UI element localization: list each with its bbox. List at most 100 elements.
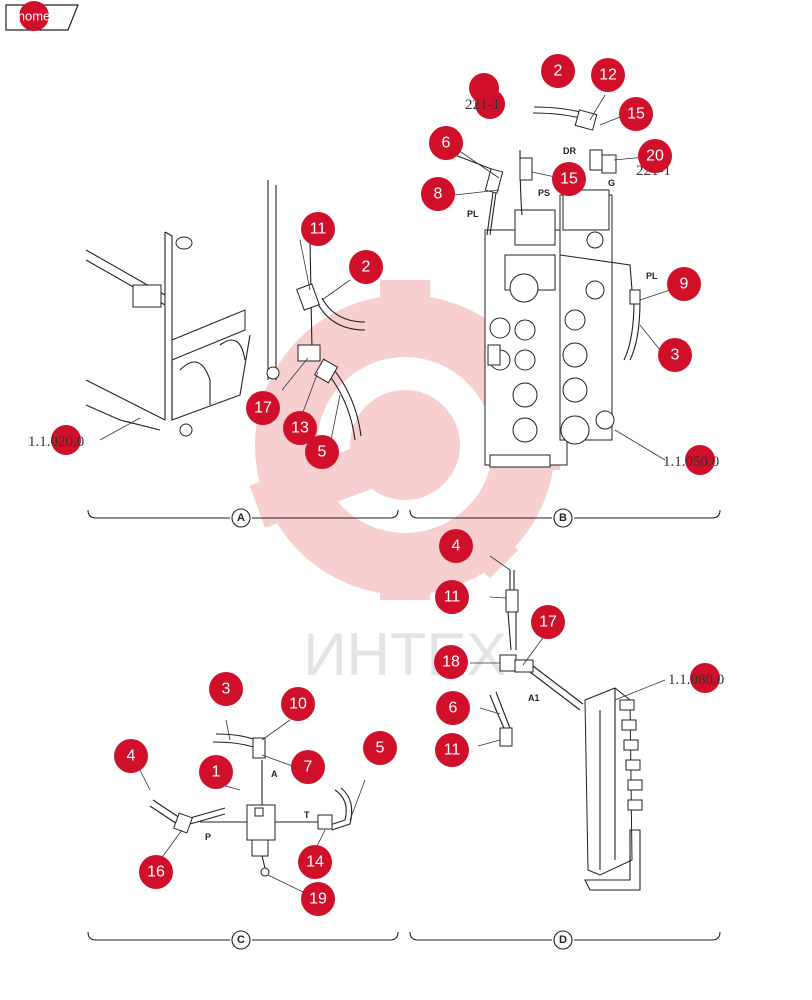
callout-badge — [209, 672, 243, 706]
callout-number: 4 — [452, 538, 461, 555]
callout-badge — [619, 97, 653, 131]
part-callout-5[interactable]: 5 — [363, 731, 397, 765]
callout-number: 3 — [222, 681, 231, 698]
callout-number: 11 — [444, 742, 461, 759]
part-callout-16[interactable]: 16 — [139, 855, 173, 889]
part-callout-10[interactable]: 10 — [281, 687, 315, 721]
callout-badge — [591, 58, 625, 92]
part-callout-14[interactable]: 14 — [298, 845, 332, 879]
callout-badge — [246, 391, 280, 425]
callout-number: 6 — [442, 135, 451, 152]
callout-number: 6 — [449, 700, 458, 717]
callout-badge — [436, 691, 470, 725]
part-callout-15[interactable]: 15 — [619, 97, 653, 131]
part-callout-15[interactable]: 15 — [552, 162, 586, 196]
callout-number: 12 — [599, 67, 617, 84]
callout-number: 11 — [444, 589, 461, 606]
part-callout-3[interactable]: 3 — [658, 338, 692, 372]
callout-number: 2 — [362, 259, 371, 276]
part-callout-6[interactable]: 6 — [429, 126, 463, 160]
part-callout-12[interactable]: 12 — [591, 58, 625, 92]
callout-number: 2 — [554, 63, 563, 80]
section-label-b: B — [553, 508, 573, 528]
part-callout-17[interactable]: 17 — [531, 605, 565, 639]
part-callout-2[interactable]: 2 — [349, 250, 383, 284]
callout-badge — [301, 212, 335, 246]
section-letter: A — [237, 512, 245, 524]
reference-text-d: 1.1.080.0 — [668, 672, 724, 688]
callout-number: 18 — [442, 654, 460, 671]
part-callout-1[interactable]: 1 — [199, 755, 233, 789]
part-callout-20[interactable]: 20 — [638, 139, 672, 173]
callout-badge — [281, 687, 315, 721]
port-label-dr: DR — [563, 146, 576, 156]
callout-badge — [435, 733, 469, 767]
callout-badge — [291, 750, 325, 784]
callout-badge — [434, 645, 468, 679]
callout-badge — [199, 755, 233, 789]
port-label-pl-left: PL — [467, 209, 479, 219]
section-letter-circle — [553, 930, 573, 950]
reference-link-d[interactable]: 1.1.080.0 — [668, 663, 724, 693]
section-letter-circle — [231, 508, 251, 528]
part-callout-6[interactable]: 6 — [436, 691, 470, 725]
callout-badge — [638, 139, 672, 173]
reference-link-top-left[interactable]: 221-1 — [465, 73, 505, 119]
callout-badge — [298, 845, 332, 879]
part-callout-7[interactable]: 7 — [291, 750, 325, 784]
part-callout-5[interactable]: 5 — [305, 435, 339, 469]
part-callout-18[interactable]: 18 — [434, 645, 468, 679]
section-b-drawing — [454, 94, 671, 468]
callout-number: 13 — [291, 420, 309, 437]
part-callout-9[interactable]: 9 — [667, 267, 701, 301]
callout-badge — [139, 855, 173, 889]
port-label-a: A — [271, 769, 278, 779]
home-button[interactable]: home — [5, 1, 79, 31]
callout-number: 20 — [646, 148, 664, 165]
section-d-drawing — [470, 555, 666, 891]
section-label-d: D — [553, 930, 573, 950]
callout-number: 7 — [304, 759, 313, 776]
port-label-pl-right: PL — [646, 271, 658, 281]
callout-number: 5 — [376, 740, 385, 757]
section-letter: B — [559, 512, 567, 524]
section-letter-circle — [231, 930, 251, 950]
reference-text-top-left: 221-1 — [465, 97, 500, 113]
reference-link-a[interactable]: 1.1.020.0 — [28, 425, 84, 455]
part-callout-8[interactable]: 8 — [421, 177, 455, 211]
reference-link-b[interactable]: 1.1.050.0 — [663, 445, 719, 475]
part-callout-19[interactable]: 19 — [301, 882, 335, 916]
section-label-c: C — [231, 930, 251, 950]
callout-number: 8 — [434, 186, 443, 203]
part-callout-11[interactable]: 11 — [301, 212, 335, 246]
callout-number: 14 — [306, 854, 324, 871]
callout-badge — [667, 267, 701, 301]
home-label: home — [18, 9, 51, 24]
part-callout-11[interactable]: 11 — [435, 733, 469, 767]
part-callout-11[interactable]: 11 — [435, 580, 469, 614]
callout-badge — [531, 605, 565, 639]
callout-badge — [658, 338, 692, 372]
callout-number: 17 — [539, 614, 557, 631]
section-label-a: A — [231, 508, 251, 528]
part-callout-17[interactable]: 17 — [246, 391, 280, 425]
part-callout-3[interactable]: 3 — [209, 672, 243, 706]
callout-badge — [301, 882, 335, 916]
callout-badge — [305, 435, 339, 469]
callout-number: 19 — [309, 891, 327, 908]
callout-number: 10 — [289, 696, 307, 713]
callout-number: 4 — [127, 748, 136, 765]
part-callout-2[interactable]: 2 — [541, 54, 575, 88]
part-callout-13[interactable]: 13 — [283, 411, 317, 445]
callout-badge — [541, 54, 575, 88]
port-label-p: P — [205, 832, 211, 842]
section-a-drawing — [85, 180, 366, 446]
part-callout-4[interactable]: 4 — [114, 739, 148, 773]
callout-badge — [552, 162, 586, 196]
section-brackets — [87, 509, 721, 941]
part-callout-4[interactable]: 4 — [439, 529, 473, 563]
port-label-t: T — [304, 810, 310, 820]
